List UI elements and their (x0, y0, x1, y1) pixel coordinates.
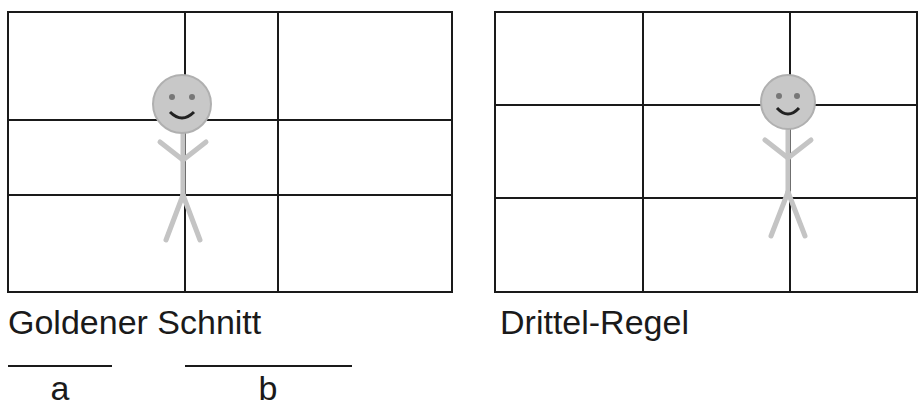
segment-marks (8, 365, 352, 367)
golden-ratio-grid (8, 12, 452, 292)
segment-label: b (259, 368, 278, 408)
segment-label: a (51, 368, 70, 408)
thirds-grid (495, 12, 917, 292)
stick-figure (153, 75, 211, 240)
caption-label: Drittel-Regel (500, 302, 689, 342)
caption-label: Goldener Schnitt (8, 302, 261, 342)
stick-figure (761, 75, 815, 236)
